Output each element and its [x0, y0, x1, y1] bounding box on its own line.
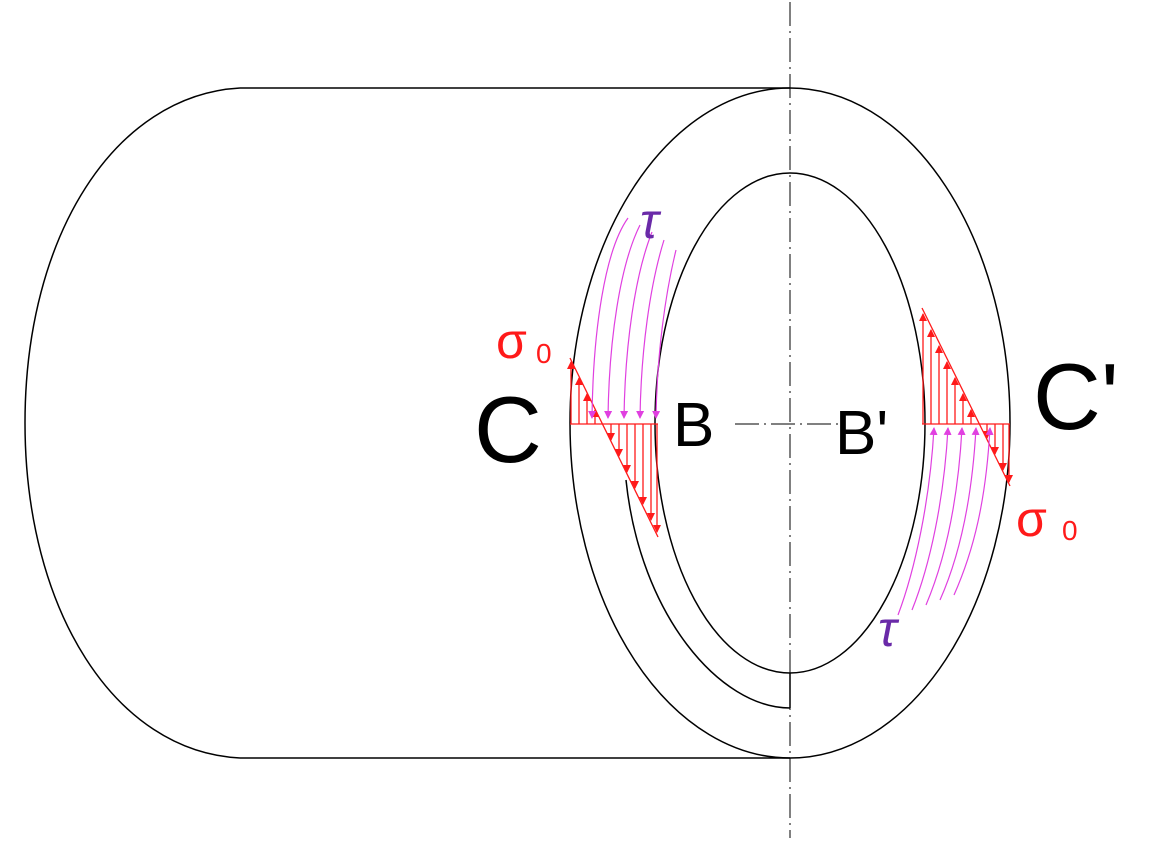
right-stress-distribution [919, 307, 1013, 487]
label-c-prime: C' [1033, 344, 1119, 449]
shear-arc [911, 427, 952, 611]
tau-bottom-label: τ [878, 601, 897, 657]
shear-arc [939, 427, 980, 601]
shear-arc [925, 427, 966, 606]
shear-arc [604, 224, 641, 419]
shear-arc [897, 427, 938, 616]
label-b: B [673, 391, 715, 460]
shear-arc [588, 217, 629, 419]
tau-top-label: τ [640, 193, 659, 249]
left-stress-diagonal [569, 357, 659, 538]
sigma-right-label: σ [1016, 491, 1047, 547]
sigma-left-subscript: 0 [536, 338, 552, 369]
upper-shear-arcs [588, 217, 677, 419]
shear-arc [620, 231, 653, 419]
lower-shear-arcs [897, 427, 994, 616]
inner-bore-depth-arc [625, 479, 791, 709]
shear-arc [953, 427, 994, 596]
shear-arc [636, 239, 665, 419]
sigma-left-label: σ [496, 313, 527, 369]
label-c: C [474, 377, 542, 482]
sigma-right-subscript: 0 [1062, 515, 1078, 546]
right-stress-diagonal [921, 307, 1011, 487]
label-b-prime: B' [835, 399, 889, 468]
left-stress-distribution [567, 357, 661, 538]
cylinder-back-end [24, 87, 241, 759]
shear-arc [652, 249, 677, 419]
